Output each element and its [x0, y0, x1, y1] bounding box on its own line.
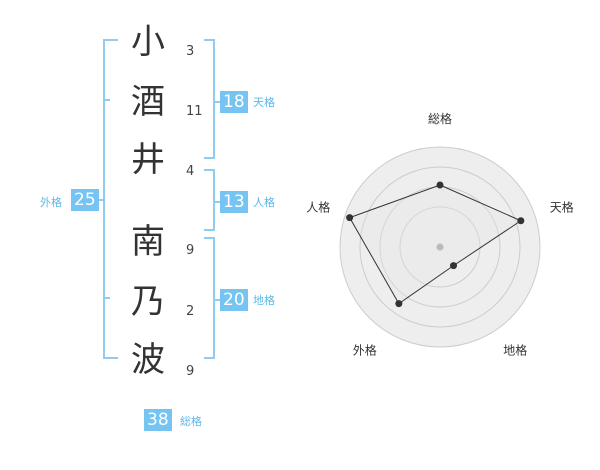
tenkaku-bracket — [204, 39, 220, 159]
stroke-count-1: 3 — [186, 44, 195, 59]
gaikaku-bracket — [98, 39, 118, 359]
tenkaku-label: 天格 — [253, 96, 275, 109]
stroke-count-4: 9 — [186, 243, 195, 258]
radar-point-総格 — [436, 181, 444, 189]
radar-point-天格 — [517, 217, 525, 225]
jinkaku-bracket — [204, 169, 220, 231]
radar-axis-label: 外格 — [353, 343, 377, 358]
soukaku-value-badge: 38 — [144, 409, 172, 431]
radar-point-地格 — [450, 262, 458, 270]
stroke-count-5: 2 — [186, 304, 195, 319]
radar-axis-label: 天格 — [550, 199, 574, 214]
stroke-count-3: 4 — [186, 164, 195, 179]
chikaku-label: 地格 — [253, 294, 275, 307]
name-char-6: 波 — [131, 340, 165, 380]
radar-polygon — [348, 184, 522, 305]
radar-ring-1 — [399, 206, 481, 288]
radar-axis-label: 総格 — [428, 111, 452, 126]
gaikaku-label: 外格 — [40, 196, 62, 209]
stroke-count-2: 11 — [186, 104, 203, 119]
name-char-3: 井 — [131, 140, 165, 180]
radar-center-dot — [436, 243, 444, 251]
radar-axis-label: 人格 — [306, 199, 330, 214]
radar-point-外格 — [395, 300, 403, 308]
stroke-count-6: 9 — [186, 364, 195, 379]
chikaku-bracket — [204, 237, 220, 359]
chikaku-value-badge: 20 — [220, 289, 248, 311]
name-char-5: 乃 — [131, 282, 165, 322]
gaikaku-value-badge: 25 — [71, 189, 99, 211]
jinkaku-value-badge: 13 — [220, 191, 248, 213]
radar-point-人格 — [346, 214, 354, 222]
name-char-4: 南 — [131, 222, 165, 262]
jinkaku-label: 人格 — [253, 196, 275, 209]
name-char-1: 小 — [131, 22, 165, 62]
name-char-2: 酒 — [131, 82, 165, 122]
radar-axis-label: 地格 — [503, 343, 527, 358]
radar-ring-3 — [359, 166, 521, 328]
soukaku-label: 総格 — [180, 415, 202, 428]
tenkaku-value-badge: 18 — [220, 91, 248, 113]
radar-points — [346, 181, 525, 308]
